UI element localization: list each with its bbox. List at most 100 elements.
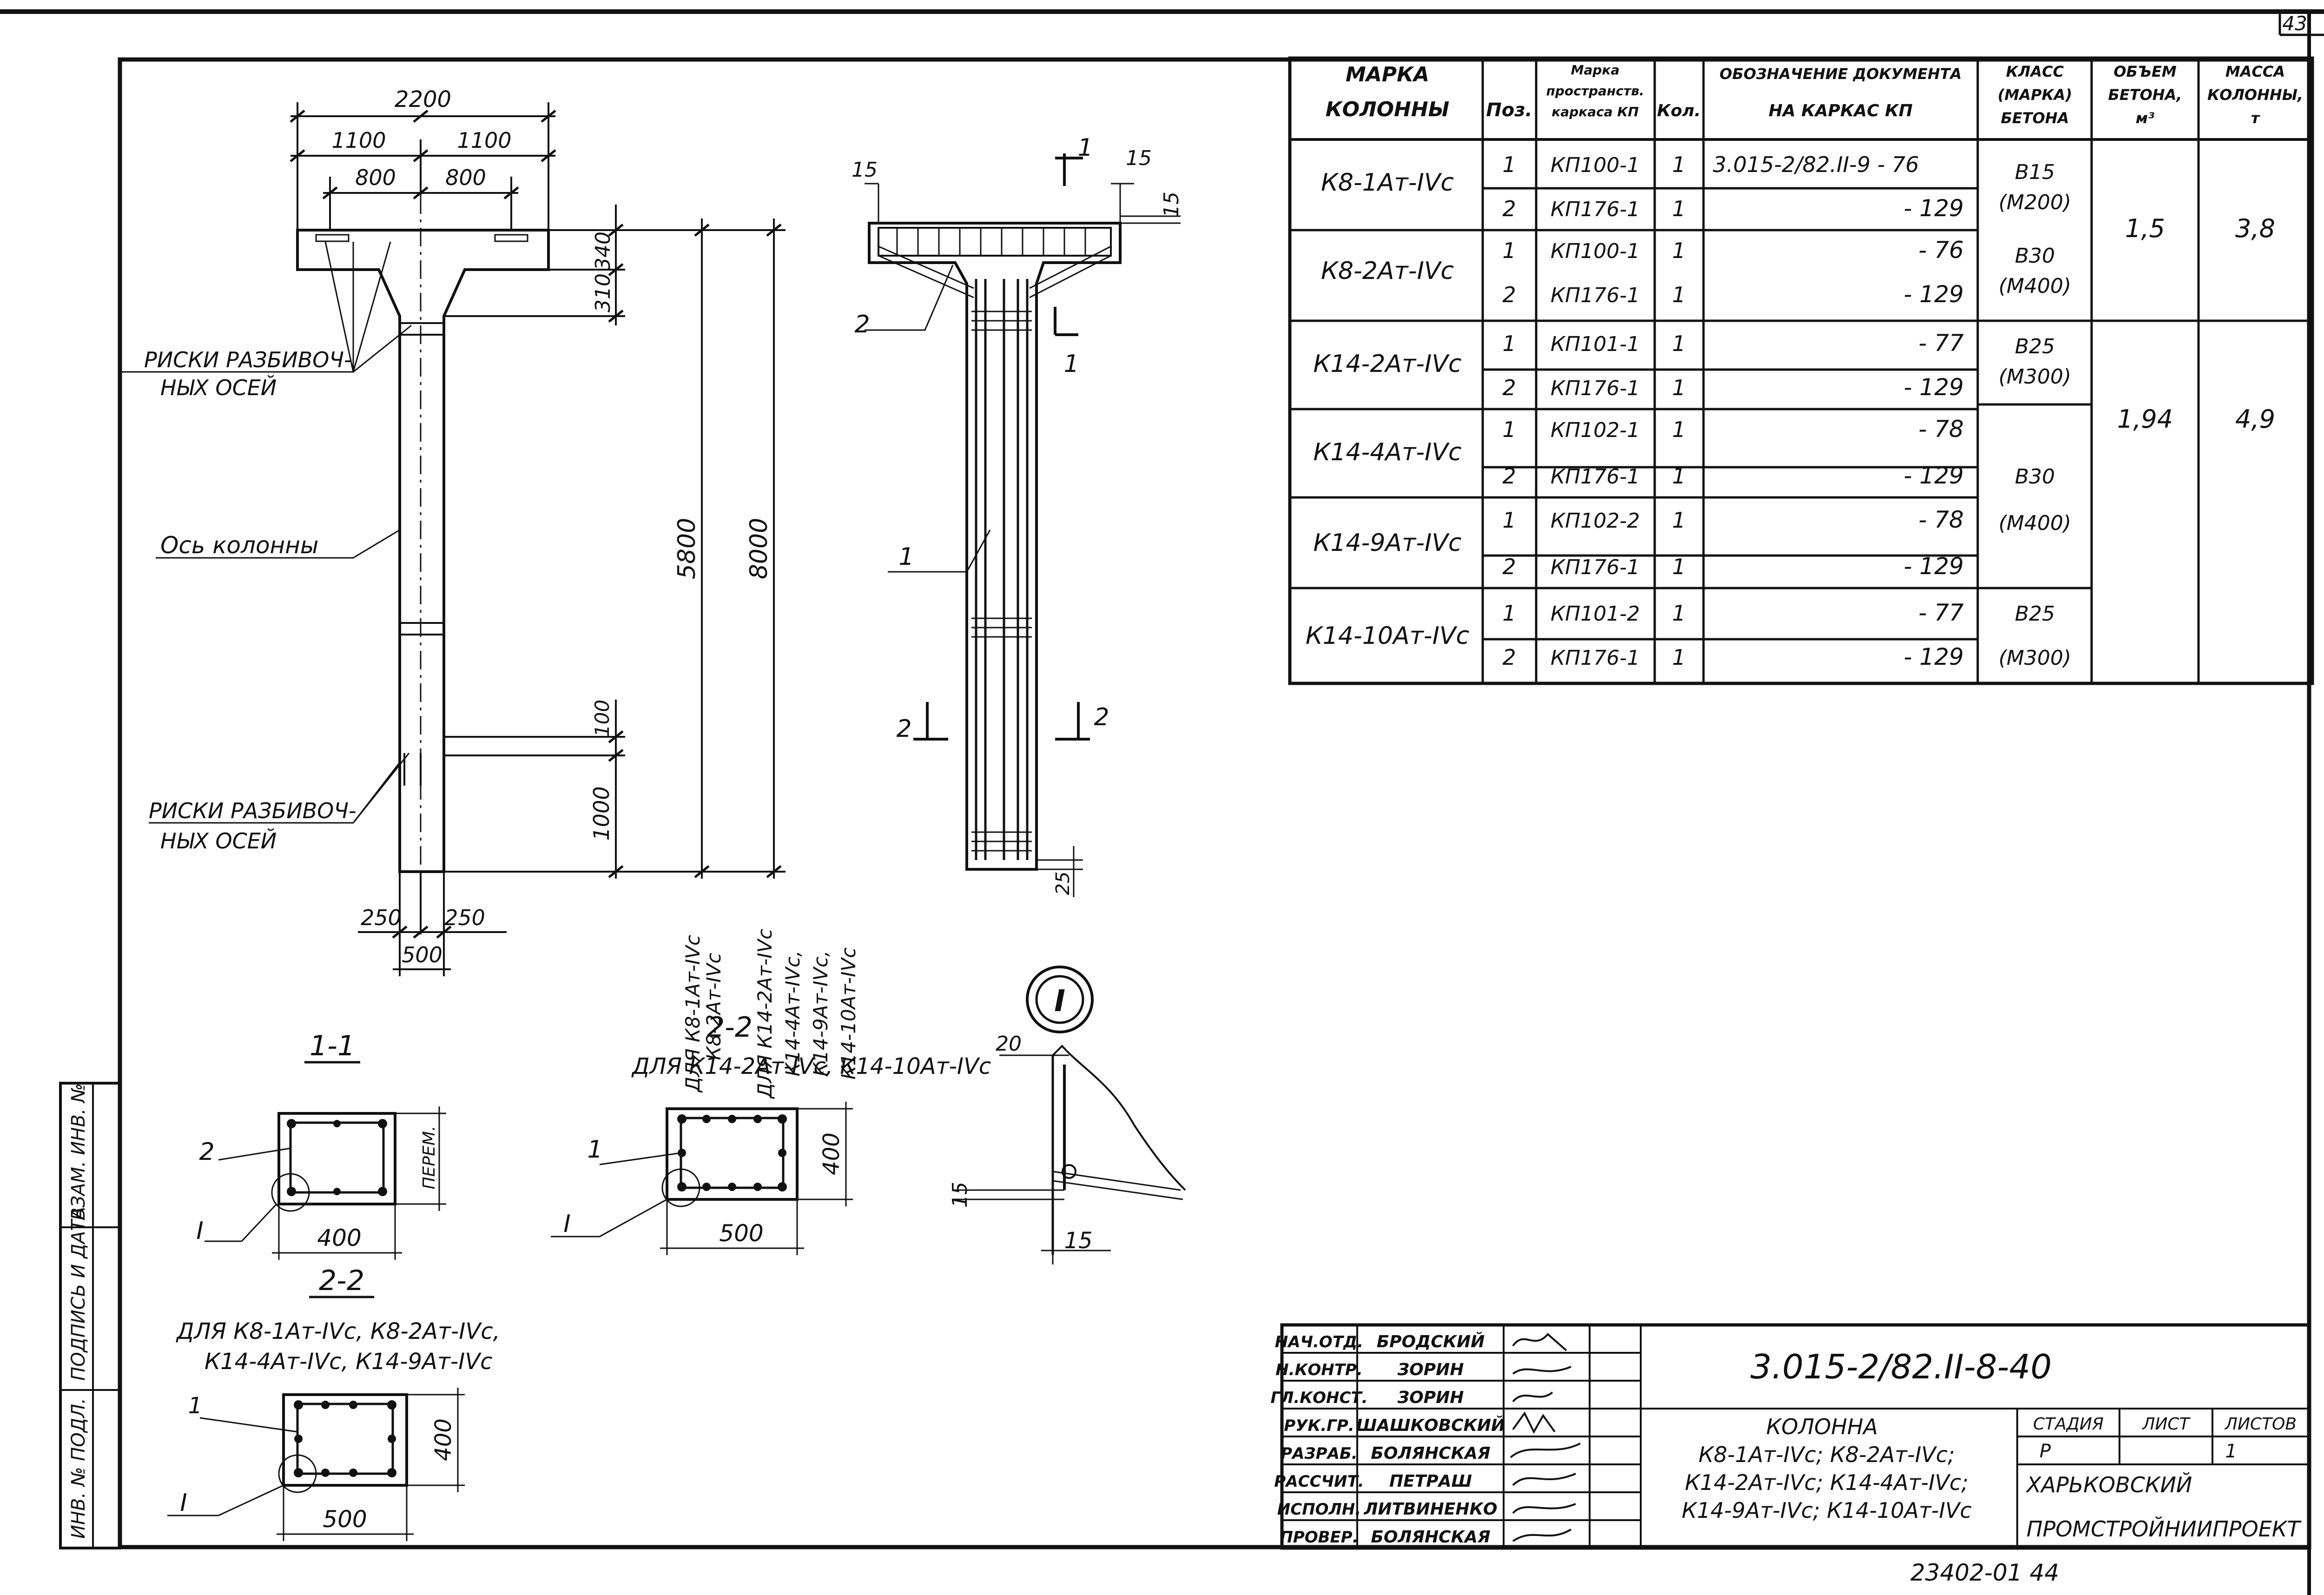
header-mass-2: КОЛОННЫ, <box>2207 86 2303 104</box>
header-kp-3: каркаса КП <box>1552 104 1638 119</box>
node-dim-15-horizontal: 15 <box>1064 1228 1092 1254</box>
dim-15-right: 15 <box>1126 146 1152 170</box>
sheet-value: 1 <box>2225 1441 2237 1462</box>
header-kp-2: пространств. <box>1546 83 1644 99</box>
name-4: ШАШКОВСКИЙ <box>1356 1416 1505 1435</box>
header-vol-2: БЕТОНА, <box>2108 86 2182 104</box>
for-marks-4: К14-4Ат-IVc, <box>781 950 804 1076</box>
header-mass-3: т <box>2251 109 2261 127</box>
row-qty-5: 1 <box>1672 331 1685 356</box>
document-code: 3.015-2/82.II-8-40 <box>1750 1347 2052 1386</box>
section-2-2-b-height: 400 <box>430 1418 456 1461</box>
name-3: ЗОРИН <box>1397 1388 1464 1407</box>
row-kp-5: КП101-1 <box>1551 332 1640 356</box>
for-marks-5: К14-9Ат-IVc, <box>809 950 832 1076</box>
row-doc-7: - 78 <box>1918 416 1964 443</box>
dim-2200: 2200 <box>395 86 451 113</box>
spec-table: МАРКА КОЛОННЫ Поз. Марка пространств. ка… <box>1288 56 2314 685</box>
dim-310: 310 <box>591 273 615 312</box>
row-kp-1: КП100-1 <box>1551 153 1640 177</box>
header-qty: Кол. <box>1657 101 1701 120</box>
dim-500: 500 <box>402 942 442 967</box>
section-2-2-a-title: 2-2 <box>707 1011 753 1044</box>
row-mark-1: К8-1Ат-IVc <box>1321 169 1454 197</box>
header-mass-1: МАССА <box>2225 63 2285 80</box>
section-2-2-b: 2-2 ДЛЯ К8-1Ат-IVc, К8-2Ат-IVc, К14-4Ат-… <box>167 1264 500 1541</box>
row-class-3: В30 <box>2015 244 2055 268</box>
dim-15-vertical: 15 <box>1160 192 1183 218</box>
row-kp-12: КП176-1 <box>1551 646 1640 670</box>
dim-15-left: 15 <box>852 158 878 182</box>
row-doc-3: - 76 <box>1918 237 1964 264</box>
sheet-header: ЛИСТ <box>2141 1415 2191 1434</box>
side-stamp: ИНВ. № ПОДЛ. ПОДПИСЬ И ДАТА ВЗАМ. ИНВ. № <box>59 1082 121 1549</box>
row-qty-11: 1 <box>1672 601 1685 626</box>
cut-2-right: 2 <box>1094 703 1109 731</box>
row-doc-11: - 77 <box>1918 599 1964 626</box>
section-2-2-a-height: 400 <box>819 1132 845 1175</box>
header-class-2: (МАРКА) <box>1998 86 2072 104</box>
stamp-sign-label: ПОДПИСЬ И ДАТА <box>68 1207 89 1381</box>
node-detail-I: I 20 15 15 <box>948 966 1186 1264</box>
drawing-name-2: К8-1Ат-IVc; К8-2Ат-IVc; <box>1698 1442 1955 1467</box>
row-kp-11: КП101-2 <box>1551 602 1640 626</box>
name-1: БРОДСКИЙ <box>1377 1332 1485 1351</box>
row-class-6: (М300) <box>1999 365 2071 389</box>
section-2-2-b-node: I <box>180 1489 187 1517</box>
header-pos: Поз. <box>1486 99 1532 121</box>
row-pos-12: 2 <box>1502 645 1516 670</box>
section-1-1-height: ПЕРЕМ. <box>420 1126 439 1190</box>
header-class-1: КЛАСС <box>2006 63 2064 80</box>
header-mark-2: КОЛОННЫ <box>1326 98 1450 121</box>
dim-25: 25 <box>1052 872 1074 895</box>
row-pos-9: 1 <box>1502 508 1516 533</box>
section-1-1-width: 400 <box>317 1224 361 1251</box>
row-class-11: В25 <box>2015 602 2055 626</box>
archive-number: 23402-01 44 <box>1910 1559 2059 1586</box>
node-dim-15-vertical: 15 <box>948 1182 972 1208</box>
row-pos-4: 2 <box>1502 282 1516 307</box>
drawing-name-1: КОЛОННА <box>1766 1414 1878 1439</box>
name-7: ЛИТВИНЕНКО <box>1363 1500 1497 1519</box>
name-8: БОЛЯНСКАЯ <box>1371 1528 1490 1547</box>
role-2: Н.КОНТР. <box>1275 1361 1363 1379</box>
title-block: НАЧ.ОТД. Н.КОНТР. ГЛ.КОНСТ. РУК.ГР. РАЗР… <box>1270 1323 2311 1550</box>
label-risks-top-1: РИСКИ РАЗБИВОЧ- <box>144 347 352 372</box>
row-qty-10: 1 <box>1672 554 1685 579</box>
section-1-1-node: I <box>196 1217 203 1245</box>
drawing-name-3: К14-2Ат-IVc; К14-4Ат-IVc; <box>1685 1470 1968 1495</box>
row-class-1: В15 <box>2015 160 2055 184</box>
row-pos-7: 1 <box>1502 417 1516 442</box>
row-pos-11: 1 <box>1502 601 1516 626</box>
section-2-2-b-for-1: ДЛЯ К8-1Ат-IVc, К8-2Ат-IVc, <box>176 1318 500 1344</box>
dim-800-right: 800 <box>445 165 486 190</box>
mass-group-2: 4,9 <box>2235 404 2275 434</box>
for-marks-6: К14-10Ат-IVc <box>837 947 860 1079</box>
dim-100: 100 <box>591 700 614 737</box>
role-7: ИСПОЛН. <box>1277 1500 1361 1519</box>
role-5: РАЗРАБ. <box>1281 1444 1357 1463</box>
row-pos-2: 2 <box>1502 196 1516 221</box>
header-class-3: БЕТОНА <box>2001 109 2069 127</box>
row-pos-6: 2 <box>1502 375 1516 400</box>
row-kp-7: КП102-1 <box>1551 418 1640 442</box>
row-qty-7: 1 <box>1672 417 1685 442</box>
drawing-name-4: К14-9Ат-IVc; К14-10Ат-IVc <box>1682 1498 1972 1523</box>
dim-8000: 8000 <box>745 518 773 579</box>
role-8: ПРОВЕР. <box>1280 1528 1358 1547</box>
role-6: РАССЧИТ. <box>1274 1472 1364 1491</box>
row-pos-3: 1 <box>1502 238 1516 263</box>
name-6: ПЕТРАШ <box>1389 1472 1472 1491</box>
row-mark-6: К14-10Ат-IVc <box>1306 622 1469 650</box>
section-2-2-a: 2-2 ДЛЯ К14-2Ат-IVc, К14-10Ат-IVc 1 I 50… <box>551 1011 991 1255</box>
section-2-2-b-width: 500 <box>323 1506 367 1533</box>
row-doc-9: - 78 <box>1918 506 1964 533</box>
section-2-2-a-width: 500 <box>719 1220 763 1247</box>
mass-group-1: 3,8 <box>2235 214 2275 243</box>
row-doc-12: - 129 <box>1904 643 1964 670</box>
label-column-axis: Ось колонны <box>160 532 318 559</box>
row-mark-4: К14-4Ат-IVc <box>1313 438 1461 466</box>
for-marks-1: ДЛЯ К8-1Ат-IVc <box>681 935 704 1093</box>
section-2-2-b-for-2: К14-4Ат-IVc, К14-9Ат-IVc <box>205 1349 493 1375</box>
stage-value: Р <box>2040 1441 2051 1462</box>
